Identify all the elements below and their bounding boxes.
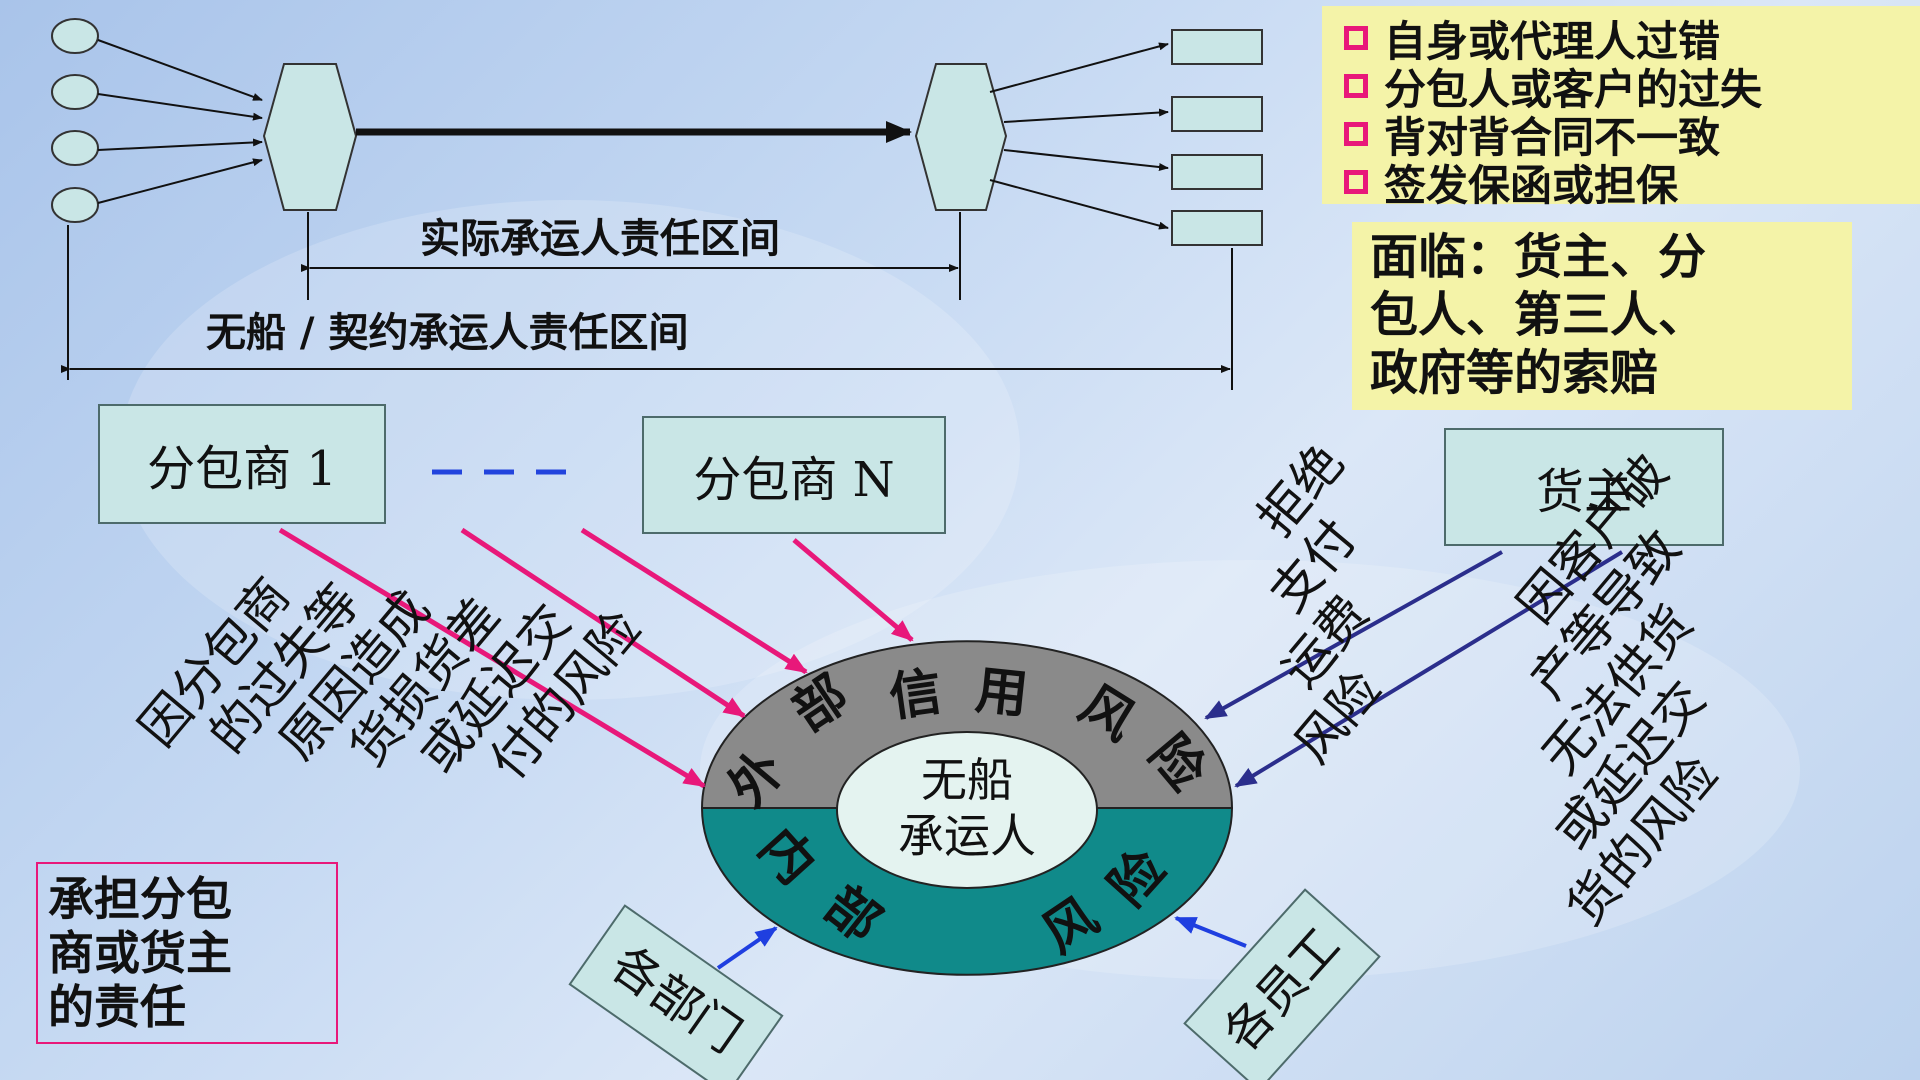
internal-arrows bbox=[716, 916, 1247, 970]
center-ellipse bbox=[836, 731, 1098, 889]
cargo-owner-box: 货主 bbox=[1444, 428, 1724, 546]
bear-line: 的责任 bbox=[48, 980, 186, 1034]
claims-line: 包人、第三人、 bbox=[1370, 287, 1707, 343]
left-hexagon bbox=[262, 63, 358, 211]
dimension-lines bbox=[61, 212, 1233, 390]
bear-line: 商或货主 bbox=[48, 926, 232, 980]
bullet-square-icon bbox=[1344, 74, 1368, 98]
source-circles bbox=[51, 18, 99, 223]
risk-item-text: 自身或代理人过错 bbox=[1384, 16, 1721, 66]
risk-item: 自身或代理人过错 bbox=[1344, 14, 1920, 66]
source-circle bbox=[51, 130, 99, 166]
input-arrow bbox=[97, 158, 263, 204]
center-line1: 无船 bbox=[921, 753, 1013, 807]
claims-line: 政府等的索赔 bbox=[1370, 345, 1659, 401]
navy-arrow bbox=[1204, 550, 1503, 720]
claims-panel: 面临：货主、分 包人、第三人、 政府等的索赔 bbox=[1352, 222, 1852, 410]
external-char: 信 bbox=[886, 662, 946, 729]
pink-arrow bbox=[792, 538, 914, 642]
right-hexagon bbox=[914, 63, 1008, 211]
blue-arrow bbox=[716, 926, 778, 970]
actual-carrier-label: 实际承运人责任区间 bbox=[420, 216, 780, 262]
pink-arrow bbox=[580, 527, 808, 675]
source-circle bbox=[51, 18, 99, 54]
risk-item: 背对背合同不一致 bbox=[1344, 110, 1920, 162]
risk-item-text: 分包人或客户的过失 bbox=[1384, 64, 1763, 114]
output-arrow bbox=[989, 42, 1169, 93]
output-arrow bbox=[989, 179, 1169, 230]
source-circle bbox=[51, 187, 99, 223]
subcontractor-1-box: 分包商 1 bbox=[98, 404, 386, 524]
bear-responsibility-box: 承担分包 商或货主 的责任 bbox=[36, 862, 338, 1044]
claims-line: 面临：货主、分 bbox=[1370, 229, 1707, 285]
owner-risk-arrows bbox=[1204, 550, 1624, 788]
center-line2: 承运人 bbox=[898, 809, 1036, 863]
risk-ring bbox=[700, 640, 1234, 976]
risk-item-text: 背对背合同不一致 bbox=[1384, 112, 1721, 162]
external-char: 用 bbox=[973, 661, 1031, 726]
input-arrows bbox=[97, 39, 263, 204]
blue-arrow bbox=[1174, 916, 1247, 948]
output-arrow bbox=[1003, 108, 1169, 123]
pink-arrow bbox=[278, 527, 706, 789]
risk-item-text: 签发保函或担保 bbox=[1384, 160, 1679, 210]
navy-arrow bbox=[1234, 550, 1624, 788]
risk-item: 签发保函或担保 bbox=[1344, 158, 1920, 210]
output-box bbox=[1171, 154, 1263, 190]
subcontractor-n-box: 分包商 N bbox=[642, 416, 946, 534]
source-circle bbox=[51, 74, 99, 110]
output-box bbox=[1171, 96, 1263, 132]
center-label: 无船 承运人 bbox=[898, 753, 1036, 863]
nvocc-contract-label: 无船 / 契约承运人责任区间 bbox=[206, 310, 689, 356]
output-arrow bbox=[1003, 149, 1169, 171]
bullet-square-icon bbox=[1344, 26, 1368, 50]
risk-list-panel: 自身或代理人过错 分包人或客户的过失 背对背合同不一致 签发保函或担保 bbox=[1322, 6, 1920, 210]
risk-item: 分包人或客户的过失 bbox=[1344, 62, 1920, 114]
staff-box-group: 各员工 bbox=[1183, 888, 1381, 1080]
output-box bbox=[1171, 29, 1263, 65]
input-arrow bbox=[97, 93, 263, 121]
bear-line: 承担分包 bbox=[48, 872, 232, 926]
bullet-square-icon bbox=[1344, 122, 1368, 146]
output-boxes bbox=[1171, 29, 1263, 246]
staff-box bbox=[1183, 888, 1381, 1080]
bullet-square-icon bbox=[1344, 170, 1368, 194]
external-risk-half bbox=[700, 640, 1234, 809]
pink-arrow bbox=[460, 527, 746, 719]
output-arrows bbox=[989, 42, 1169, 230]
internal-risk-half bbox=[700, 807, 1234, 976]
dept-box bbox=[568, 904, 784, 1080]
input-arrow bbox=[97, 39, 263, 101]
input-arrow bbox=[97, 138, 263, 151]
subcontractor-risk-arrows bbox=[278, 527, 914, 789]
output-box bbox=[1171, 210, 1263, 246]
dept-box-group: 各部门 bbox=[568, 904, 784, 1080]
